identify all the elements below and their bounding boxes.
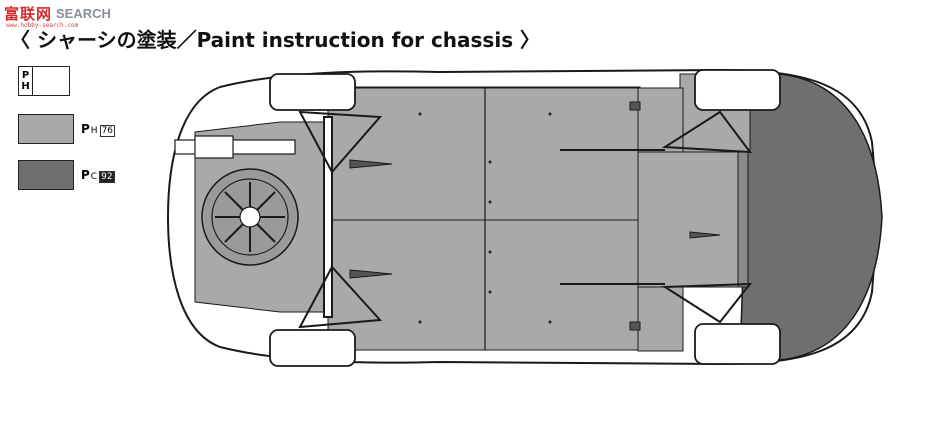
color-swatch-dark-gray: [18, 160, 74, 190]
paint-code: P C 92: [81, 167, 115, 183]
floor-mid-right: [637, 151, 739, 288]
front-right-wheel: [694, 323, 781, 365]
watermark: 富联网 SEARCH: [4, 3, 111, 24]
rear-axle-beam: [323, 116, 333, 318]
front-undertray-dark: [739, 73, 883, 361]
color-swatch-light-gray: [18, 114, 74, 144]
paint-code: P H 76: [81, 121, 116, 137]
paint-type-mark: P H: [18, 66, 32, 96]
legend-item-h76: P H 76: [18, 114, 116, 144]
rear-left-wheel: [269, 73, 356, 111]
front-left-wheel: [694, 69, 781, 111]
chassis-diagram: [166, 68, 883, 367]
watermark-text: SEARCH: [56, 6, 111, 21]
watermark-url: www.hobby-search.com: [6, 22, 79, 29]
legend-item-c92: P C 92: [18, 160, 115, 190]
page-title: 〈 シャーシの塗装／Paint instruction for chassis …: [10, 28, 541, 52]
floor-left-upper: [327, 87, 639, 221]
floor-right-lower: [637, 286, 684, 352]
legend-blank-paint: P H: [18, 66, 115, 96]
exhaust-pipe: [174, 139, 296, 155]
watermark-logo: 富联网: [4, 5, 53, 23]
blank-swatch: [32, 66, 70, 96]
color-legend: P H P H 76 P C 92: [18, 66, 116, 206]
rear-right-wheel: [269, 329, 356, 367]
floor-right-upper: [637, 87, 684, 153]
